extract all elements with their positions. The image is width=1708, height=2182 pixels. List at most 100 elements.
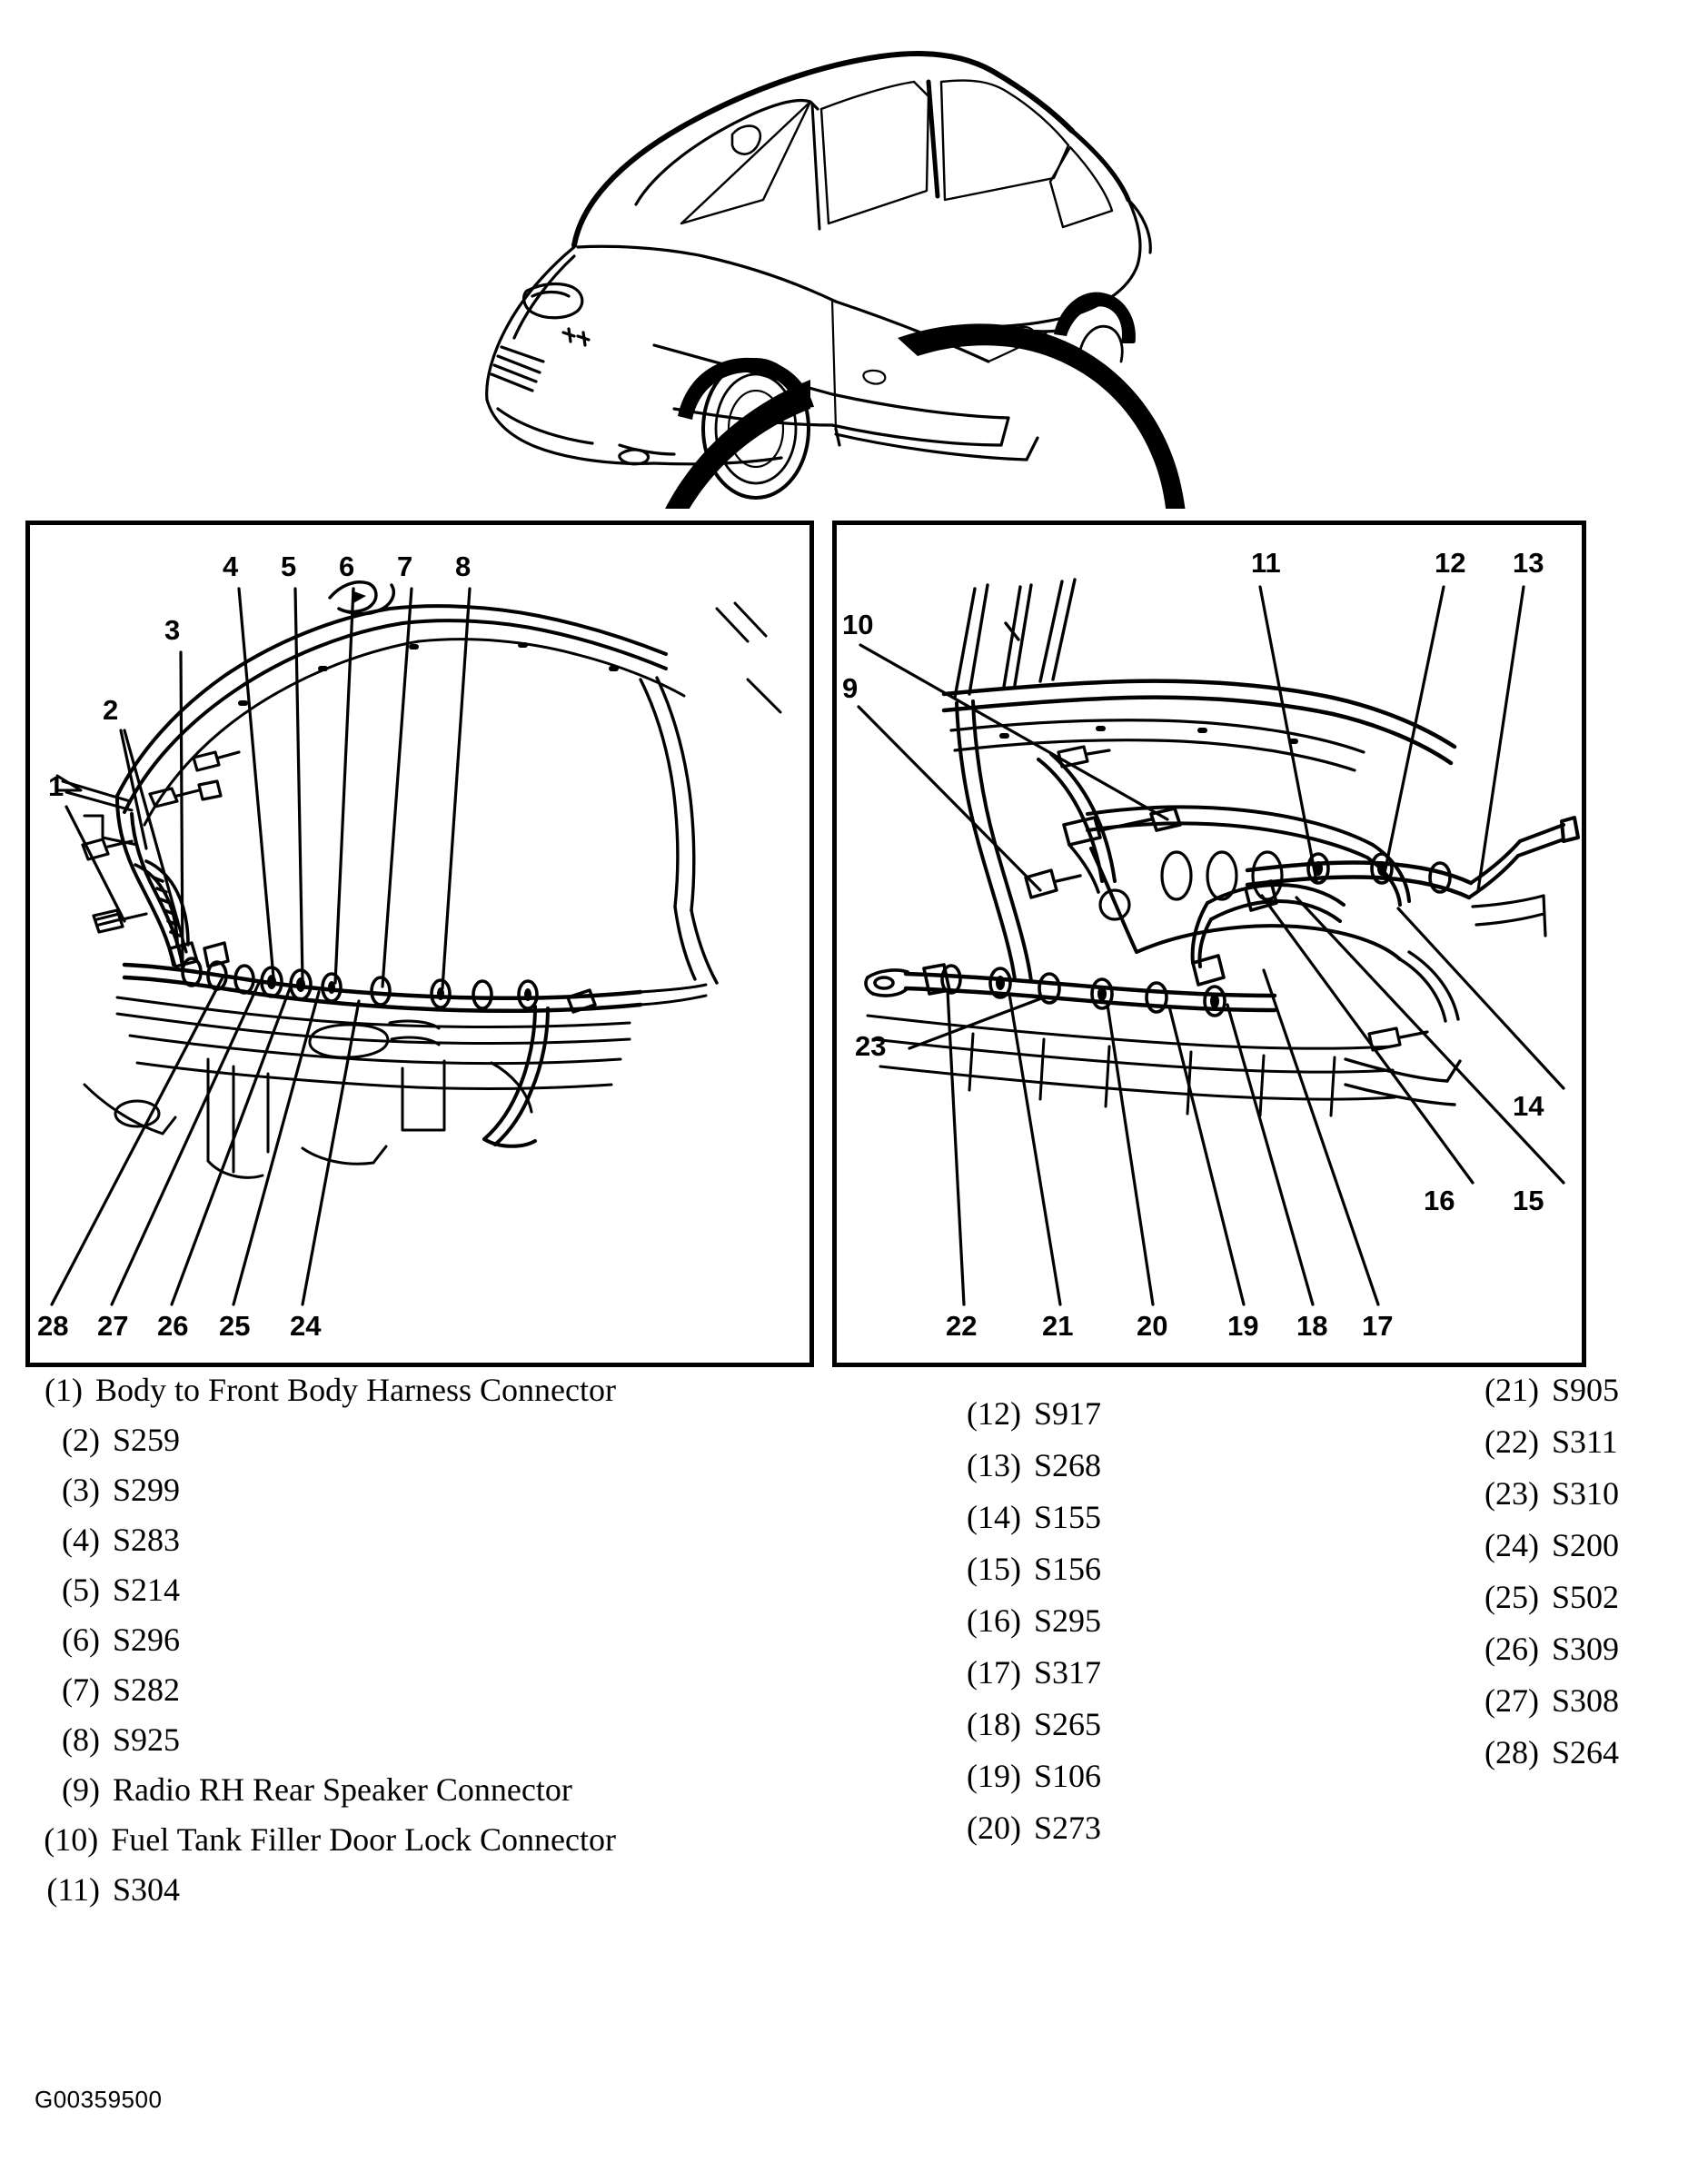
- legend-item: (20) S273: [952, 1811, 1252, 1844]
- callout-24: 24: [290, 1310, 322, 1342]
- legend: (1) Body to Front Body Harness Connector…: [0, 1374, 1708, 2064]
- legend-item: (21) S905: [1470, 1374, 1708, 1406]
- legend-column-2: (12) S917 (13) S268 (14) S155 (15) S156 …: [952, 1397, 1252, 1863]
- callout-1: 1: [48, 770, 65, 802]
- callout-7: 7: [397, 550, 413, 582]
- legend-label: S155: [1034, 1499, 1102, 1535]
- legend-item: (26) S309: [1470, 1632, 1708, 1665]
- callout-8: 8: [455, 550, 472, 582]
- legend-column-3: (21) S905 (22) S311 (23) S310 (24) S200 …: [1470, 1374, 1708, 1788]
- legend-item: (17) S317: [952, 1656, 1252, 1689]
- legend-label: S214: [113, 1572, 181, 1608]
- legend-item: (14) S155: [952, 1501, 1252, 1533]
- legend-index: (6): [62, 1622, 100, 1658]
- legend-item: (28) S264: [1470, 1736, 1708, 1769]
- legend-item: (3) S299: [35, 1473, 616, 1506]
- legend-index: (10): [44, 1821, 99, 1858]
- callout-4: 4: [223, 550, 239, 582]
- legend-label: S308: [1552, 1682, 1620, 1719]
- legend-index: (2): [62, 1422, 100, 1458]
- legend-index: (3): [62, 1472, 100, 1508]
- legend-index: (24): [1485, 1527, 1539, 1563]
- legend-item: (10) Fuel Tank Filler Door Lock Connecto…: [35, 1823, 616, 1856]
- figure-code: G00359500: [35, 2086, 163, 2113]
- legend-label: S299: [113, 1472, 181, 1508]
- legend-label: S295: [1034, 1602, 1102, 1639]
- legend-item: (22) S311: [1470, 1425, 1708, 1458]
- legend-label: S106: [1034, 1758, 1102, 1794]
- legend-item: (19) S106: [952, 1760, 1252, 1792]
- legend-item: (12) S917: [952, 1397, 1252, 1430]
- arrow-to-right-panel: [898, 323, 1186, 509]
- callout-9: 9: [842, 672, 859, 704]
- legend-item: (23) S310: [1470, 1477, 1708, 1510]
- legend-item: (24) S200: [1470, 1529, 1708, 1562]
- legend-label: S304: [113, 1871, 181, 1908]
- legend-index: (5): [62, 1572, 100, 1608]
- legend-item: (16) S295: [952, 1604, 1252, 1637]
- callout-6: 6: [339, 550, 355, 582]
- arrow-to-left-panel: [665, 380, 810, 509]
- callout-19: 19: [1227, 1310, 1259, 1342]
- legend-label: S925: [113, 1721, 181, 1758]
- callout-15: 15: [1513, 1185, 1544, 1216]
- callout-10: 10: [842, 609, 874, 640]
- callout-20: 20: [1137, 1310, 1168, 1342]
- legend-label: Body to Front Body Harness Connector: [95, 1372, 616, 1408]
- callout-13: 13: [1513, 547, 1544, 579]
- legend-item: (1) Body to Front Body Harness Connector: [35, 1374, 616, 1406]
- legend-label: S296: [113, 1622, 181, 1658]
- legend-index: (22): [1485, 1423, 1539, 1460]
- legend-label: S905: [1552, 1372, 1620, 1408]
- legend-label: S200: [1552, 1527, 1620, 1563]
- legend-item: (8) S925: [35, 1723, 616, 1756]
- legend-index: (20): [967, 1810, 1021, 1846]
- legend-item: (13) S268: [952, 1449, 1252, 1482]
- vehicle-illustration: [254, 18, 1435, 509]
- legend-label: S317: [1034, 1654, 1102, 1691]
- callout-12: 12: [1435, 547, 1466, 579]
- legend-item: (11) S304: [35, 1873, 616, 1906]
- legend-index: (13): [967, 1447, 1021, 1483]
- diagram-panel-right-side: 9 10 11 12 13 14 15 16 17 18 19 20 21 22…: [832, 521, 1586, 1367]
- legend-label: Fuel Tank Filler Door Lock Connector: [111, 1821, 616, 1858]
- callout-21: 21: [1042, 1310, 1074, 1342]
- legend-label: S311: [1552, 1423, 1618, 1460]
- callout-23: 23: [855, 1030, 887, 1062]
- legend-label: S259: [113, 1422, 181, 1458]
- left-panel-linework: [55, 580, 782, 1179]
- callout-17: 17: [1362, 1310, 1394, 1342]
- legend-index: (1): [45, 1372, 84, 1408]
- legend-column-1: (1) Body to Front Body Harness Connector…: [35, 1374, 616, 1923]
- legend-index: (18): [967, 1706, 1021, 1742]
- legend-item: (2) S259: [35, 1423, 616, 1456]
- legend-index: (7): [62, 1671, 100, 1708]
- callout-22: 22: [946, 1310, 978, 1342]
- callout-5: 5: [281, 550, 297, 582]
- callout-18: 18: [1296, 1310, 1328, 1342]
- legend-label: S282: [113, 1671, 181, 1708]
- legend-label: S502: [1552, 1579, 1620, 1615]
- legend-label: Radio RH Rear Speaker Connector: [113, 1771, 572, 1808]
- right-panel-linework: [864, 578, 1580, 1117]
- callout-26: 26: [157, 1310, 189, 1342]
- callout-11: 11: [1251, 547, 1281, 579]
- legend-item: (25) S502: [1470, 1581, 1708, 1613]
- legend-index: (23): [1485, 1475, 1539, 1512]
- legend-label: S264: [1552, 1734, 1620, 1770]
- legend-index: (19): [967, 1758, 1021, 1794]
- legend-item: (5) S214: [35, 1573, 616, 1606]
- legend-item: (6) S296: [35, 1623, 616, 1656]
- legend-label: S268: [1034, 1447, 1102, 1483]
- callout-25: 25: [219, 1310, 251, 1342]
- callout-14: 14: [1513, 1090, 1544, 1122]
- legend-label: S310: [1552, 1475, 1620, 1512]
- callout-2: 2: [103, 694, 119, 726]
- legend-index: (16): [967, 1602, 1021, 1639]
- legend-item: (4) S283: [35, 1523, 616, 1556]
- callout-27: 27: [97, 1310, 129, 1342]
- legend-index: (8): [62, 1721, 100, 1758]
- legend-item: (27) S308: [1470, 1684, 1708, 1717]
- legend-index: (12): [967, 1395, 1021, 1432]
- legend-index: (27): [1485, 1682, 1539, 1719]
